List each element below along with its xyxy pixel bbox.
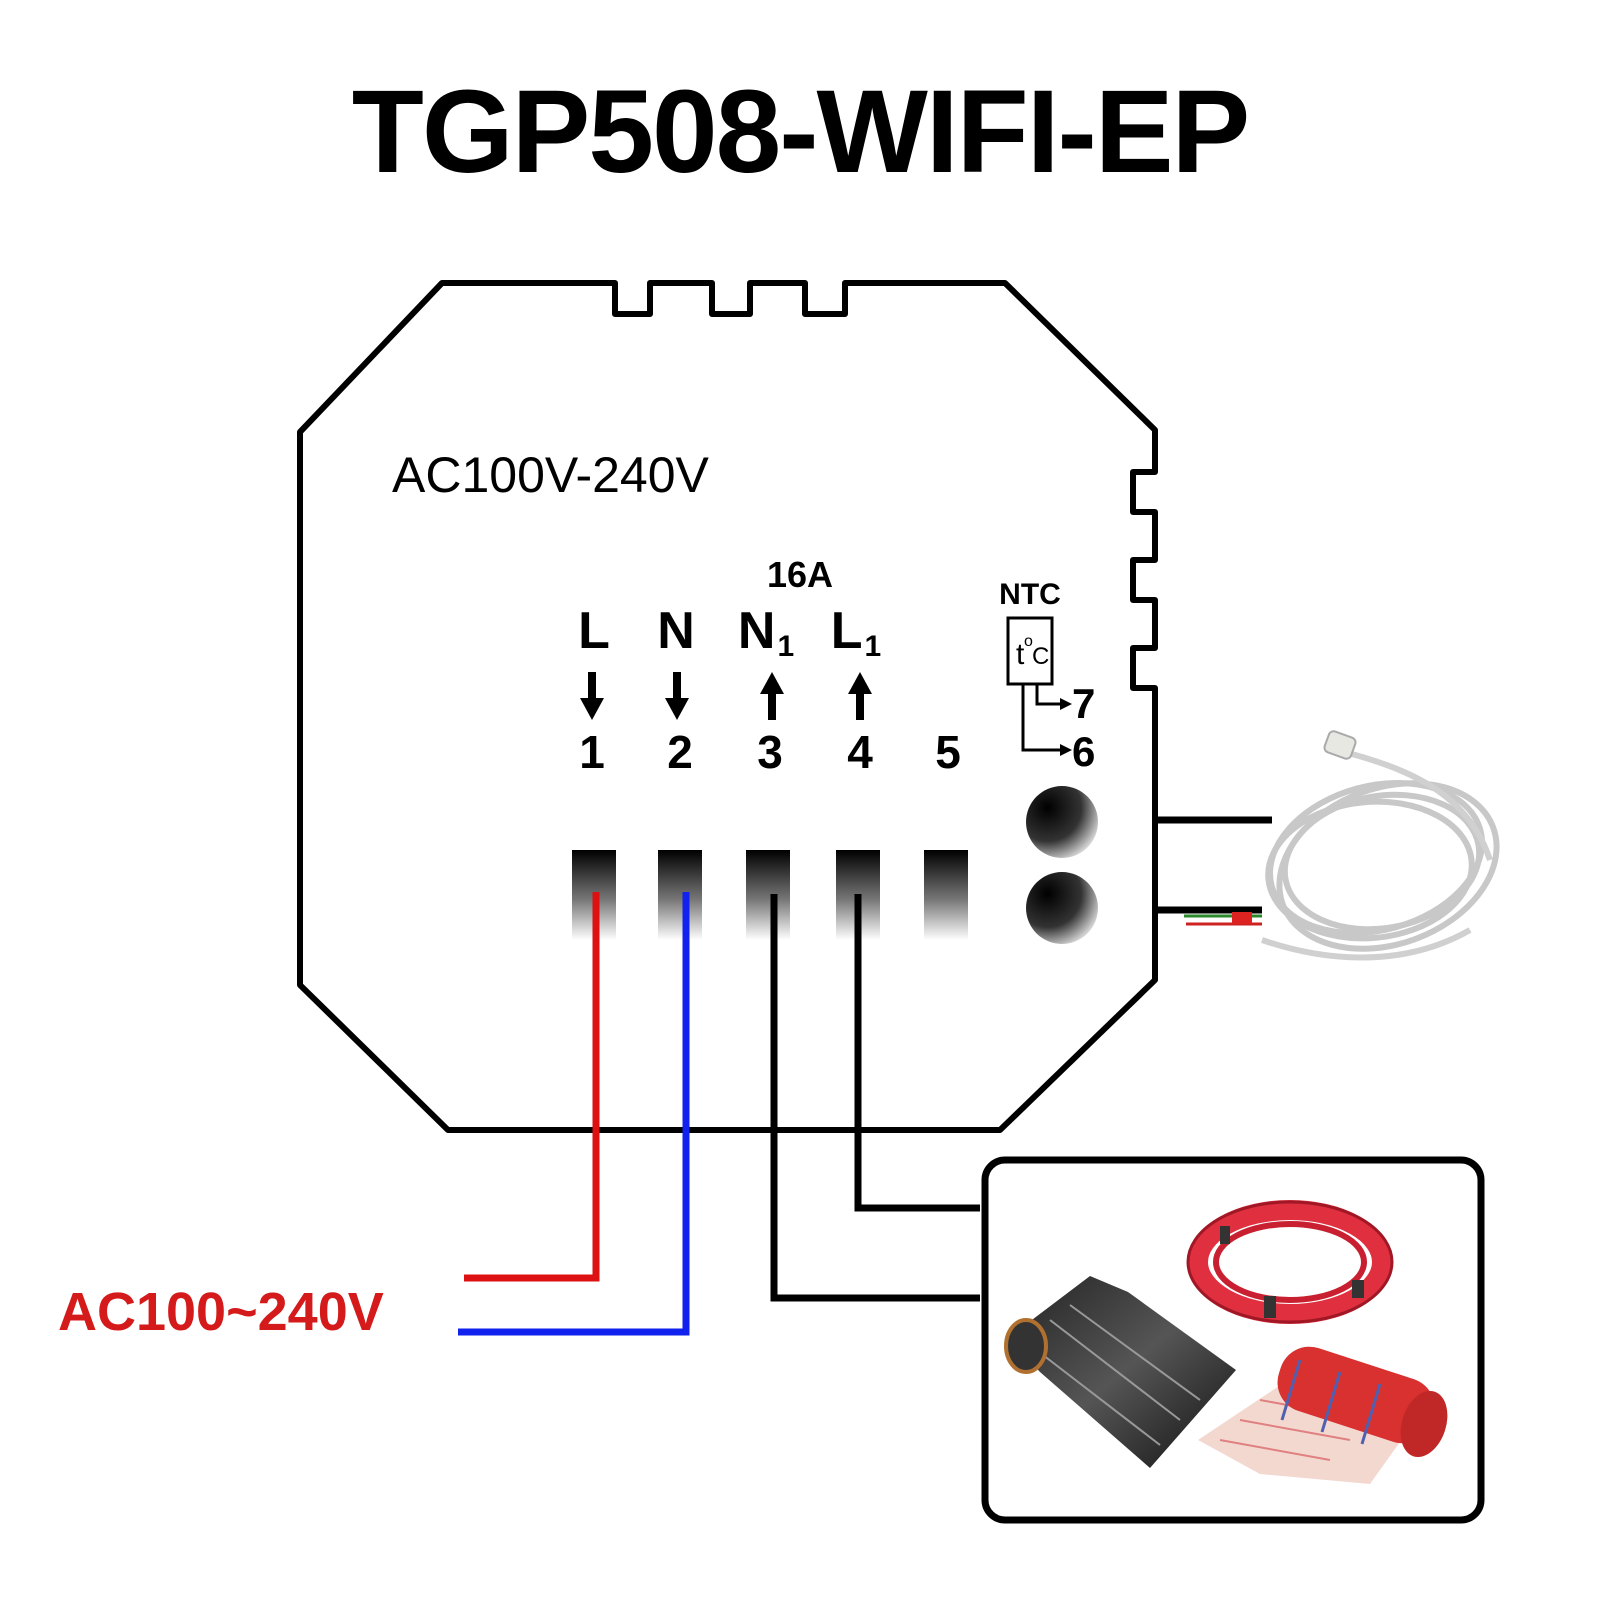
sensor-hole-top — [1026, 786, 1098, 858]
svg-text:C: C — [1032, 643, 1049, 670]
thermistor-icon: t o C — [1006, 616, 1054, 686]
sensor-leads — [1021, 684, 1072, 756]
sensor-label: NTC — [999, 578, 1061, 611]
terminal-blocks — [572, 850, 968, 940]
terminal-letters: L N N1 L1 — [578, 602, 881, 663]
heating-film-image — [1004, 1276, 1236, 1468]
terminal-number-1: 1 — [579, 726, 605, 778]
sensor-terminal-6: 6 — [1072, 728, 1095, 775]
terminal-block-5 — [924, 850, 968, 940]
terminal-number-3: 3 — [757, 726, 783, 778]
terminal-arrows — [580, 672, 872, 720]
arrow-up-icon — [848, 672, 872, 720]
terminal-letter-1: L — [578, 602, 610, 660]
terminal-letter-2: N — [657, 602, 695, 660]
arrow-up-icon — [760, 672, 784, 720]
supply-voltage-label: AC100~240V — [58, 1282, 384, 1342]
page-title: TGP508-WIFI-EP — [352, 66, 1248, 198]
heating-cable-coil-image — [1186, 1200, 1394, 1324]
terminal-number-5: 5 — [935, 726, 961, 778]
ntc-probe-cable-image — [1184, 730, 1500, 961]
neutral-wire — [458, 892, 690, 1336]
sensor-terminal-7: 7 — [1072, 680, 1095, 727]
terminal-block-3 — [746, 850, 790, 940]
voltage-rating: AC100V-240V — [392, 447, 710, 503]
load-wire-n1 — [770, 894, 980, 1302]
sensor-hole-bottom — [1026, 872, 1098, 944]
live-wire — [464, 892, 600, 1282]
heating-mat-image — [1198, 1346, 1448, 1484]
arrow-down-icon — [665, 672, 689, 720]
terminal-number-4: 4 — [847, 726, 873, 778]
terminal-letter-4: L1 — [831, 602, 881, 663]
terminal-block-2 — [658, 850, 702, 940]
svg-text:t: t — [1016, 638, 1025, 671]
arrow-down-icon — [580, 672, 604, 720]
load-wire-l1 — [854, 894, 980, 1212]
thermostat-body-outline — [297, 280, 1158, 1133]
terminal-number-2: 2 — [667, 726, 693, 778]
terminal-numbers: 1 2 3 4 5 — [579, 726, 961, 778]
current-rating: 16A — [767, 554, 833, 595]
svg-text:o: o — [1024, 633, 1033, 650]
terminal-letter-3: N1 — [738, 602, 794, 663]
